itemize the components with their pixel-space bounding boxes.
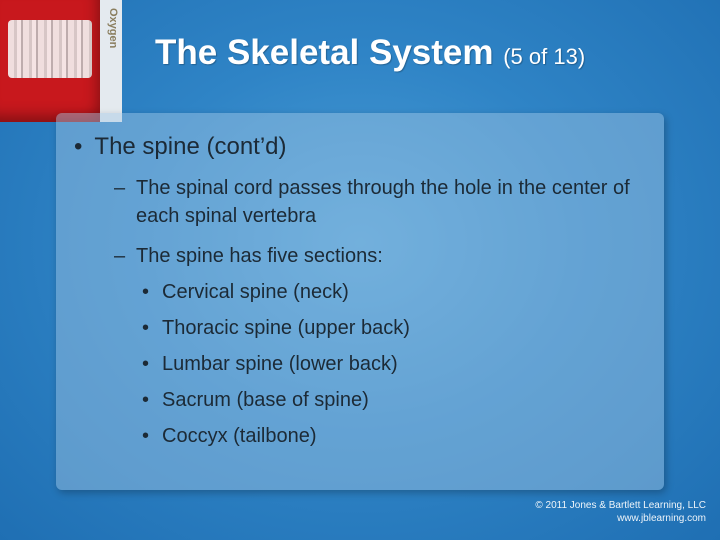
section-item-text: Thoracic spine (upper back) [162,317,410,339]
section-item-text: Sacrum (base of spine) [162,389,369,411]
section-item: • Thoracic spine (upper back) [142,314,410,342]
section-item: • Lumbar spine (lower back) [142,350,398,378]
bullet-dot: • [142,389,150,411]
copyright-line: © 2011 Jones & Bartlett Learning, LLC [535,500,706,511]
section-item-text: Coccyx (tailbone) [162,425,317,447]
bullet-dot: • [142,281,150,303]
oxygen-kit-photo: Oxygen [0,0,122,122]
bullet-dot: • [74,133,83,160]
sub-bullet-spinal-cord: – The spinal cord passes through the hol… [114,174,634,230]
section-item: • Coccyx (tailbone) [142,422,317,450]
section-item: • Cervical spine (neck) [142,278,349,306]
bag-label-strip [100,0,122,122]
bag-pocket-graphic [8,20,92,78]
oxygen-label: Oxygen [107,8,119,49]
copyright-notice: © 2011 Jones & Bartlett Learning, LLC ww… [535,499,706,525]
slide-title: The Skeletal System (5 of 13) [155,32,585,78]
section-item: • Sacrum (base of spine) [142,386,369,414]
bullet-dot: • [142,353,150,375]
bullet-spine: • The spine (cont’d) [74,132,287,162]
publisher-url: www.jblearning.com [617,513,706,524]
dash-marker: – [114,245,126,267]
bullet-dot: • [142,317,150,339]
bullet-dot: • [142,425,150,447]
slide-title-text: The Skeletal System [155,33,494,72]
section-item-text: Cervical spine (neck) [162,281,349,303]
sub-bullet-spinal-cord-text: The spinal cord passes through the hole … [136,177,630,227]
sub-bullet-five-sections: – The spine has five sections: [114,242,634,270]
content-panel [56,113,664,490]
section-item-text: Lumbar spine (lower back) [162,353,398,375]
bullet-spine-text: The spine (cont’d) [94,133,287,160]
dash-marker: – [114,177,126,199]
sub-bullet-five-sections-text: The spine has five sections: [136,245,383,267]
slide-count: (5 of 13) [503,44,586,69]
